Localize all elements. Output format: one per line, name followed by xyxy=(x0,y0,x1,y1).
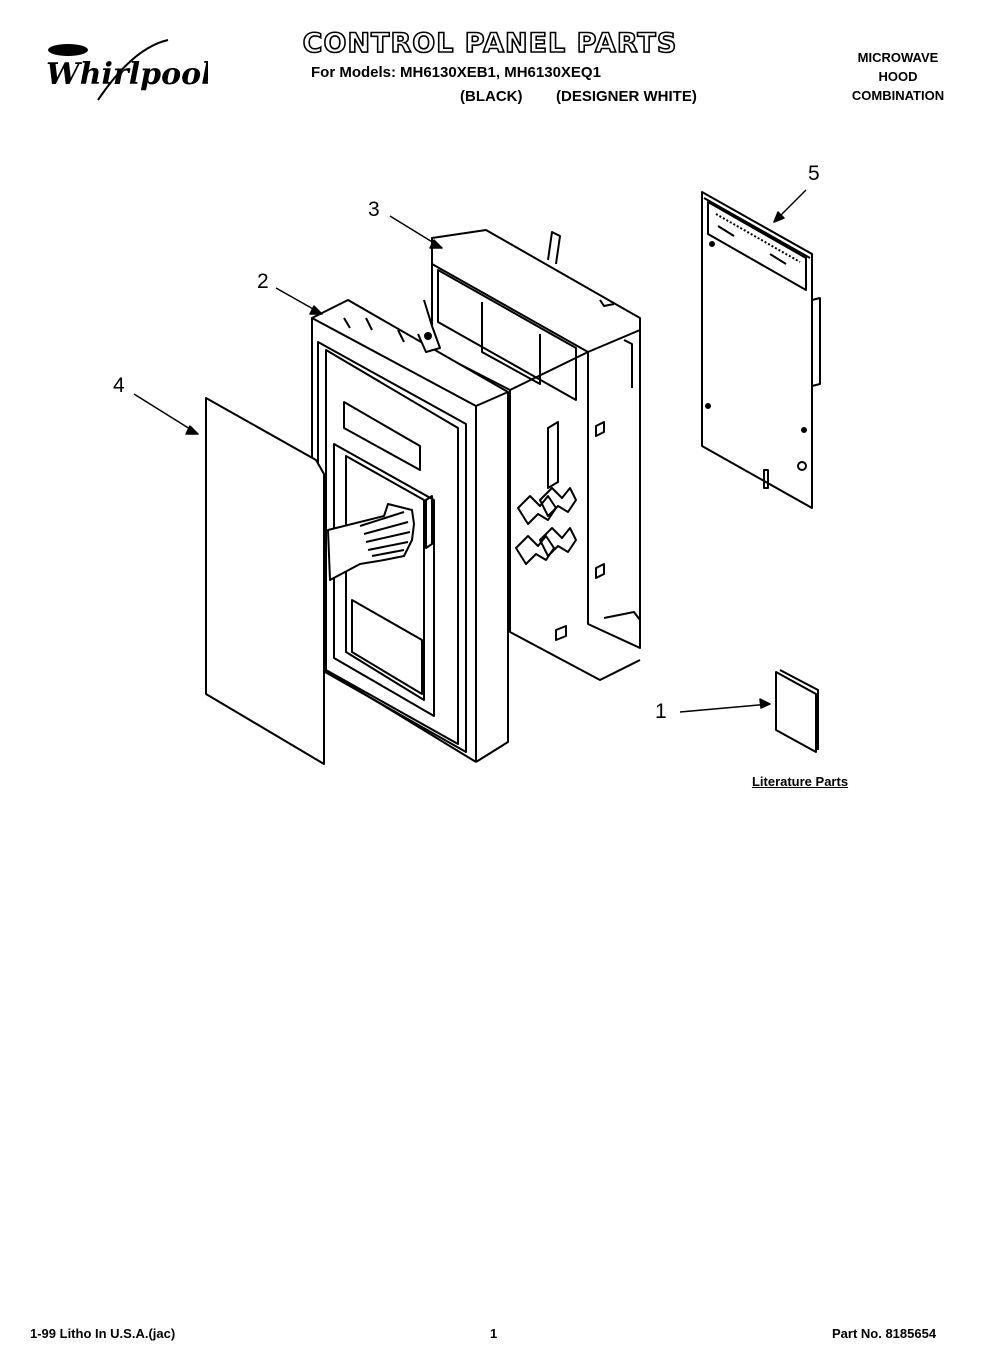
literature-parts-label: Literature Parts xyxy=(751,774,849,789)
variant-black: (BLACK) xyxy=(460,88,523,105)
product-type-line: HOOD xyxy=(878,69,918,84)
callout-5: 5 xyxy=(808,162,820,185)
callout-arrow-1 xyxy=(679,703,771,713)
footer-page-number: 1 xyxy=(490,1326,498,1341)
product-type-line: COMBINATION xyxy=(851,88,945,103)
callout-3: 3 xyxy=(368,198,380,221)
callout-arrow-4 xyxy=(133,393,199,435)
model-variants: (BLACK) (DESIGNER WHITE) xyxy=(460,88,697,105)
footer-part-number: Part No. 8185654 xyxy=(832,1326,937,1341)
models-line: For Models:MH6130XEB1, MH6130XEQ1 xyxy=(300,64,760,81)
callout-arrows xyxy=(133,189,807,713)
page-title: CONTROL PANEL PARTS xyxy=(302,27,678,60)
footer-litho: 1-99 Litho In U.S.A.(jac) xyxy=(30,1326,176,1341)
callout-4: 4 xyxy=(113,374,125,397)
product-type: MICROWAVE HOOD COMBINATION xyxy=(828,48,968,105)
callout-2: 2 xyxy=(257,270,269,293)
models-label: For Models: xyxy=(311,64,396,81)
part-4-membrane-overlay xyxy=(205,397,325,765)
callout-1: 1 xyxy=(655,700,667,723)
part-1-literature xyxy=(775,669,819,753)
variant-white: (DESIGNER WHITE) xyxy=(556,88,697,105)
models-list: MH6130XEB1, MH6130XEQ1 xyxy=(400,64,601,81)
logo-wordmark: Whirlpool xyxy=(46,57,208,92)
part-5-circuit-board xyxy=(701,191,821,509)
part-2-control-panel xyxy=(311,299,509,763)
product-type-line: MICROWAVE xyxy=(857,50,939,65)
whirlpool-logo: Whirlpool xyxy=(46,39,208,101)
part-3-control-housing xyxy=(431,229,641,681)
